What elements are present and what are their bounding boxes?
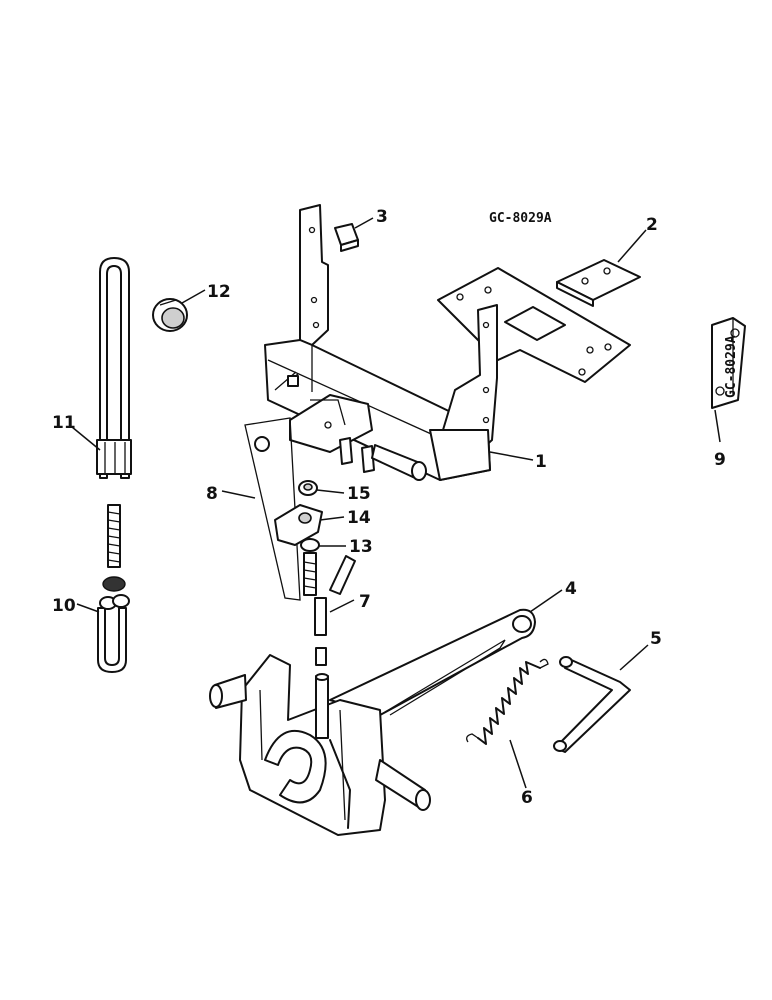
part-6-spring (466, 658, 549, 745)
part-4-drawbar (209, 608, 536, 836)
callout-12: 12 (207, 282, 231, 302)
part-9-bracket: GC-8029A (711, 317, 746, 409)
part-1-frame (264, 204, 631, 481)
callout-14: 14 (347, 508, 371, 528)
callout-3: 3 (376, 207, 388, 227)
part-7-pins (314, 555, 356, 666)
callout-10: 10 (52, 596, 76, 616)
leader-lines (71, 217, 721, 789)
part-13-bolt (300, 538, 320, 596)
callout-6: 6 (521, 788, 533, 808)
callout-8: 8 (206, 484, 218, 504)
callout-9: 9 (714, 450, 726, 470)
part-3-block (334, 223, 359, 252)
part-5-link (553, 656, 631, 753)
part-12-nut (152, 298, 188, 332)
callout-1: 1 (535, 452, 547, 472)
callout-13: 13 (349, 537, 373, 557)
callout-7: 7 (359, 592, 371, 612)
drawing-code: GC-8029A (489, 211, 552, 226)
part-8-plate (244, 417, 301, 601)
callout-4: 4 (565, 579, 577, 599)
callout-11: 11 (52, 413, 76, 433)
part-11-u-bolt (96, 257, 132, 568)
part-2-plate (556, 259, 641, 307)
part-10-u-bolt (97, 576, 130, 673)
part-15-nut (298, 480, 318, 496)
callout-5: 5 (650, 629, 662, 649)
bracket-stamp: GC-8029A (724, 335, 739, 398)
callout-15: 15 (347, 484, 371, 504)
callout-2: 2 (646, 215, 658, 235)
part-14-block (274, 504, 323, 546)
